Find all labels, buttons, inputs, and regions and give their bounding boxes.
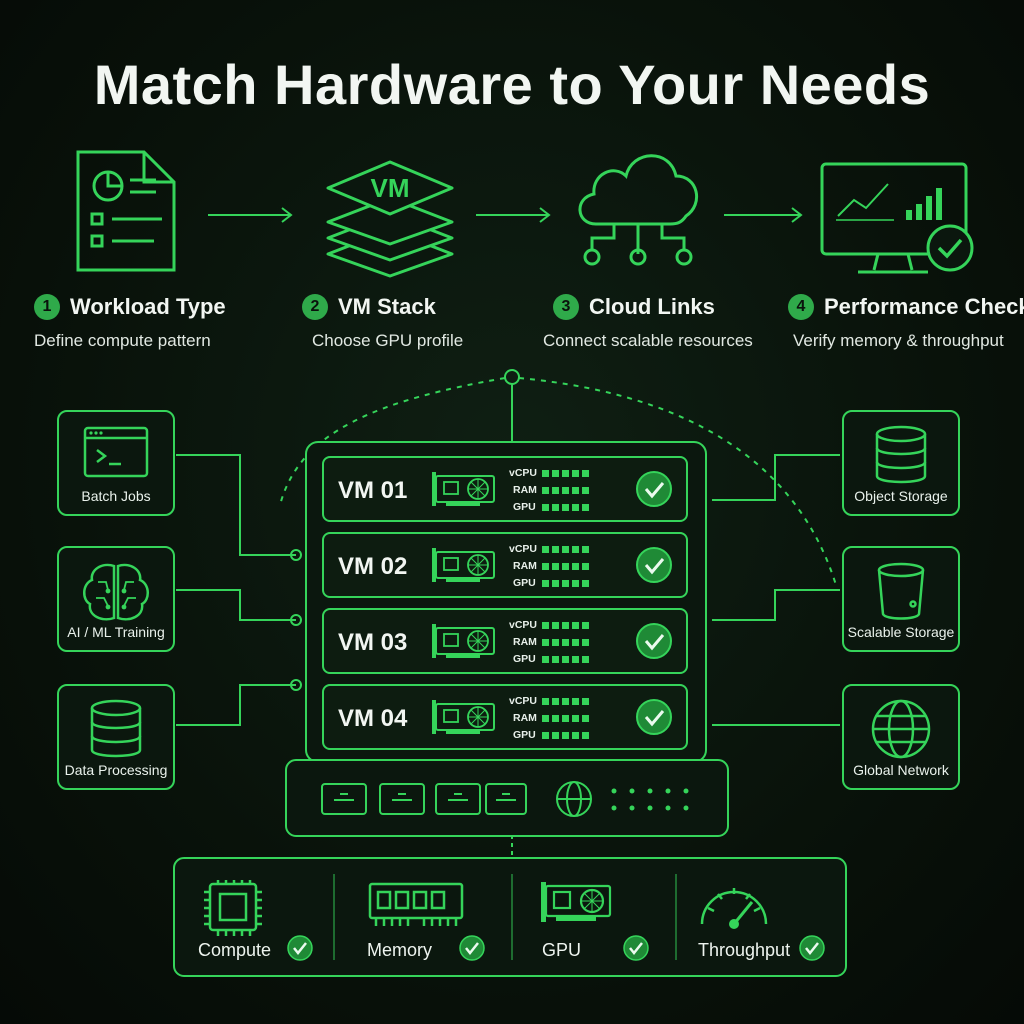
ram-module-icon xyxy=(368,882,464,926)
vm-name: VM 01 xyxy=(338,477,408,504)
resource-label: vCPU xyxy=(509,543,538,555)
resource-level-bars xyxy=(542,732,589,739)
step-4-title: 4 Performance Check xyxy=(788,294,1024,320)
check-icon xyxy=(635,470,673,508)
vm-row-1[interactable]: VM 01 vCPU RAM GPU xyxy=(322,456,688,522)
resource-label: Global Network xyxy=(853,762,949,778)
resource-label: GPU xyxy=(513,501,536,513)
resource-level-bars xyxy=(542,715,589,722)
step-1-label: Workload Type xyxy=(70,294,226,319)
resource-label: RAM xyxy=(513,636,537,648)
gpu-card-icon xyxy=(431,547,495,583)
resource-level-bars xyxy=(542,698,589,705)
resource-label: vCPU xyxy=(509,695,538,707)
document-chart-icon xyxy=(76,150,176,272)
resource-label: vCPU xyxy=(509,619,538,631)
vm-hardware-graphic xyxy=(431,622,673,663)
vm-hardware-graphic xyxy=(431,698,673,739)
resource-level-bars xyxy=(542,622,589,629)
step-2-label: VM Stack xyxy=(338,294,436,319)
step-1-number: 1 xyxy=(34,294,60,320)
check-icon xyxy=(635,622,673,660)
step-3-label: Cloud Links xyxy=(589,294,715,319)
database-icon xyxy=(90,699,142,758)
gpu-card-icon xyxy=(431,471,495,507)
gpu-card-icon xyxy=(541,882,612,922)
check-icon xyxy=(635,546,673,584)
resource-label: GPU xyxy=(513,729,536,741)
step-4-label: Performance Check xyxy=(824,294,1024,319)
workload-card-ai-ml-training[interactable]: AI / ML Training xyxy=(57,546,175,652)
vm-row-2[interactable]: VM 02 vCPU RAM GPU xyxy=(322,532,688,598)
check-label-throughput: Throughput xyxy=(698,940,791,960)
vm-name: VM 03 xyxy=(338,629,408,656)
cpu-chip-icon xyxy=(204,880,262,936)
terminal-icon xyxy=(83,426,149,478)
workload-label: Batch Jobs xyxy=(81,488,151,504)
step-2-desc: Choose GPU profile xyxy=(312,331,464,350)
gauge-icon xyxy=(700,888,768,929)
step-3-title: 3 Cloud Links xyxy=(553,294,715,320)
step-4-number: 4 xyxy=(788,294,814,320)
resource-level-bars xyxy=(542,546,589,553)
resource-label: GPU xyxy=(513,577,536,589)
svg-text:VM: VM xyxy=(371,173,410,203)
step-2-title: 2 VM Stack xyxy=(302,294,436,320)
gpu-card-icon xyxy=(431,699,495,735)
monitor-check-icon xyxy=(820,162,974,274)
resource-level-bars xyxy=(542,639,589,646)
check-icon xyxy=(287,935,313,961)
check-icon xyxy=(635,698,673,736)
brain-icon xyxy=(83,563,149,621)
check-icon xyxy=(799,935,825,961)
resource-level-bars xyxy=(542,470,589,477)
step-1-title: 1 Workload Type xyxy=(34,294,226,320)
resource-level-bars xyxy=(542,563,589,570)
page-title: Match Hardware to Your Needs xyxy=(93,53,931,116)
cloud-network-icon xyxy=(578,154,698,266)
bucket-icon xyxy=(877,562,925,620)
workload-card-data-processing[interactable]: Data Processing xyxy=(57,684,175,790)
resource-label: RAM xyxy=(513,484,537,496)
workload-label: AI / ML Training xyxy=(67,624,165,640)
resource-level-bars xyxy=(542,580,589,587)
resource-level-bars xyxy=(542,487,589,494)
workload-label: Data Processing xyxy=(64,762,168,778)
resource-card-scalable-storage[interactable]: Scalable Storage xyxy=(842,546,960,652)
check-label-memory: Memory xyxy=(367,940,433,960)
vm-hardware-graphic xyxy=(431,470,673,511)
vm-row-4[interactable]: VM 04 vCPU RAM GPU xyxy=(322,684,688,750)
check-icon xyxy=(459,935,485,961)
gpu-card-icon xyxy=(431,623,495,659)
vm-hardware-graphic xyxy=(431,546,673,587)
resource-card-object-storage[interactable]: Object Storage xyxy=(842,410,960,516)
resource-label: RAM xyxy=(513,712,537,724)
vm-name: VM 04 xyxy=(338,705,408,732)
check-icon xyxy=(623,935,649,961)
globe-icon xyxy=(871,699,931,759)
vm-row-3[interactable]: VM 03 vCPU RAM GPU xyxy=(322,608,688,674)
resource-label: vCPU xyxy=(509,467,538,479)
resource-label: Object Storage xyxy=(854,488,948,504)
database-icon xyxy=(875,425,927,484)
resource-label: RAM xyxy=(513,560,537,572)
step-2-number: 2 xyxy=(302,294,328,320)
check-label-gpu: GPU xyxy=(542,940,582,960)
resource-level-bars xyxy=(542,656,589,663)
workload-card-batch-jobs[interactable]: Batch Jobs xyxy=(57,410,175,516)
vm-layers-icon: VM xyxy=(326,160,454,278)
step-4-desc: Verify memory & throughput xyxy=(793,331,1004,350)
step-3-number: 3 xyxy=(553,294,579,320)
check-label-compute: Compute xyxy=(198,940,272,960)
vm-name: VM 02 xyxy=(338,553,408,580)
resource-card-global-network[interactable]: Global Network xyxy=(842,684,960,790)
step-3-desc: Connect scalable resources xyxy=(543,331,753,350)
resource-label: GPU xyxy=(513,653,536,665)
step-1-desc: Define compute pattern xyxy=(34,331,211,350)
resource-label: Scalable Storage xyxy=(847,624,955,640)
resource-level-bars xyxy=(542,504,589,511)
